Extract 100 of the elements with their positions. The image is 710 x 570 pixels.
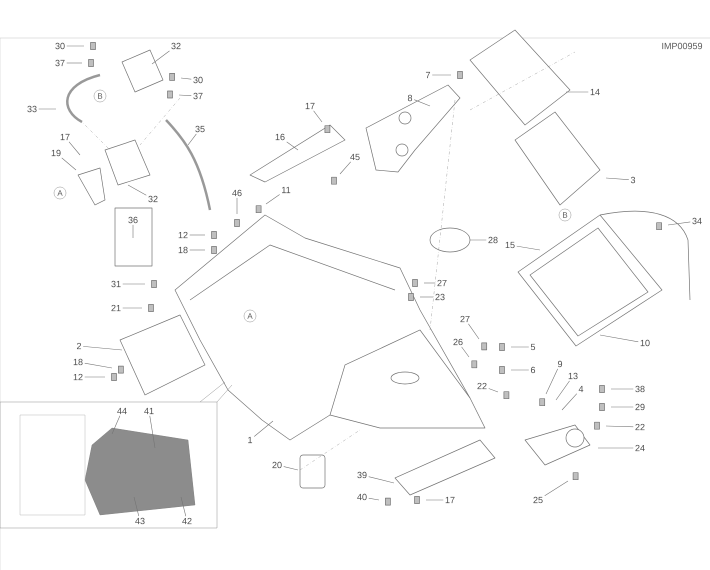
leader-line xyxy=(283,466,298,470)
callout-number: 17 xyxy=(60,134,70,140)
callout-number: 18 xyxy=(178,246,188,254)
leader-line xyxy=(254,420,274,437)
callout-number: 37 xyxy=(193,92,203,100)
callout-number: 23 xyxy=(435,294,445,300)
leader-line xyxy=(544,480,568,496)
callout-number: 31 xyxy=(111,280,121,288)
reference-letter: A xyxy=(244,310,256,322)
callout-number: 18 xyxy=(74,358,83,366)
callout-number: 17 xyxy=(306,102,315,110)
callout-number: 13 xyxy=(568,372,578,380)
callout-number: 9 xyxy=(558,360,562,368)
callout-number: 7 xyxy=(426,72,430,78)
leader-line xyxy=(266,194,280,204)
callout-number: 32 xyxy=(171,42,181,50)
leader-line xyxy=(368,498,380,500)
callout-number: 19 xyxy=(52,150,61,156)
callout-number: 28 xyxy=(488,236,498,244)
callout-number: 6 xyxy=(530,366,536,374)
callout-number: 43 xyxy=(135,518,145,524)
leader-line xyxy=(510,346,530,348)
leader-line xyxy=(432,74,452,76)
reference-letter: B xyxy=(94,90,106,102)
leader-line xyxy=(189,234,206,236)
leader-line xyxy=(188,134,197,146)
leader-line xyxy=(606,178,630,180)
callout-number: 36 xyxy=(128,216,138,224)
callout-number: 15 xyxy=(506,242,515,248)
callout-number: 22 xyxy=(477,382,487,390)
leader-line xyxy=(488,388,498,392)
callout-number: 22 xyxy=(635,424,645,430)
callout-number: 26 xyxy=(453,338,463,346)
leader-line xyxy=(424,282,436,284)
leader-line xyxy=(286,142,298,150)
leader-line xyxy=(84,362,112,368)
leader-line xyxy=(134,496,140,516)
leader-line xyxy=(68,142,80,156)
callout-number: 24 xyxy=(635,444,645,452)
leader-line xyxy=(420,296,434,298)
callout-number: 25 xyxy=(533,496,543,504)
callout-number: 38 xyxy=(635,386,645,392)
callout-number: 21 xyxy=(111,304,121,312)
callout-number: 16 xyxy=(276,134,285,140)
callout-number: 14 xyxy=(590,88,600,96)
leader-line xyxy=(128,184,147,196)
leader-line xyxy=(152,50,170,64)
callout-number: 3 xyxy=(630,176,636,184)
leader-line xyxy=(82,346,122,350)
callout-number: 2 xyxy=(76,342,82,350)
callout-number: 42 xyxy=(182,518,192,524)
leader-line xyxy=(340,162,352,174)
leader-line xyxy=(84,376,106,378)
leader-line xyxy=(66,62,82,64)
leader-line xyxy=(180,78,192,80)
callout-number: 33 xyxy=(27,106,37,112)
callout-number: 32 xyxy=(148,196,158,202)
callout-number: 29 xyxy=(635,404,645,410)
leader-line xyxy=(112,416,120,434)
leader-line xyxy=(668,222,691,226)
leader-line xyxy=(149,416,156,448)
leader-line xyxy=(178,94,192,96)
callout-number: 27 xyxy=(460,316,470,322)
callout-number: 17 xyxy=(446,496,455,504)
leader-line xyxy=(610,406,634,408)
callout-number: 10 xyxy=(640,340,650,346)
leader-line xyxy=(313,110,322,122)
drawing-code: IMP00959 xyxy=(662,42,702,50)
leader-line xyxy=(610,388,634,390)
leader-line xyxy=(61,158,76,170)
leader-line xyxy=(468,324,480,340)
leader-line xyxy=(236,198,238,214)
leader-line xyxy=(414,99,430,106)
callout-number: 46 xyxy=(232,190,242,196)
callout-number: 8 xyxy=(408,94,412,102)
leader-line xyxy=(562,393,578,410)
callout-number: 35 xyxy=(195,126,205,132)
leader-line xyxy=(516,246,540,250)
reference-letter: B xyxy=(558,208,572,222)
callout-number: 20 xyxy=(272,462,282,468)
callout-number: 37 xyxy=(55,60,65,66)
leader-line xyxy=(606,426,634,428)
callout-number: 40 xyxy=(357,494,367,500)
leader-line xyxy=(38,108,56,110)
callout-number: 30 xyxy=(55,42,65,50)
callout-number: 27 xyxy=(437,280,447,286)
leader-line xyxy=(556,380,570,400)
callout-number: 39 xyxy=(357,472,367,478)
callout-number: 5 xyxy=(530,344,536,350)
callout-number: 45 xyxy=(350,154,360,160)
reference-letter: A xyxy=(54,186,66,200)
callout-number: 1 xyxy=(248,436,252,444)
leader-line xyxy=(180,496,186,516)
leader-line xyxy=(546,368,558,394)
callout-number: 34 xyxy=(692,218,702,224)
callout-number: 30 xyxy=(193,76,203,84)
callout-number: 12 xyxy=(74,374,83,380)
callout-number: 44 xyxy=(117,408,127,414)
leader-line xyxy=(368,476,394,484)
callout-number: 11 xyxy=(282,186,290,194)
